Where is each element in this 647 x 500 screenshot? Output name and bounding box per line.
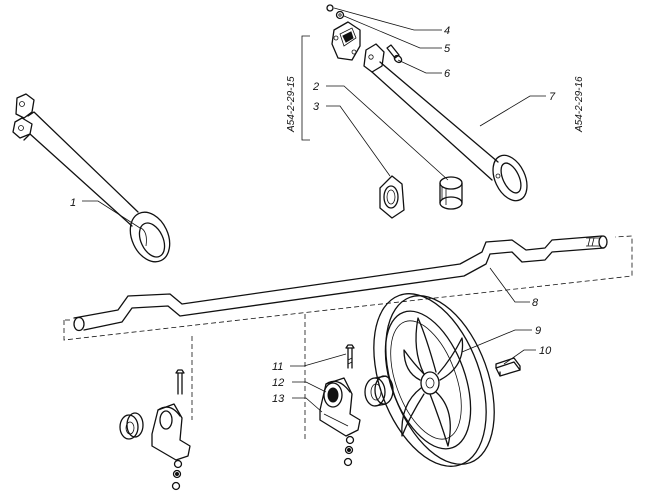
callout-8: 8 (532, 297, 539, 309)
part-3-flanged-ring (379, 175, 405, 219)
callout-3: 3 (313, 101, 320, 113)
callout-2: 2 (312, 81, 319, 93)
part-code-right: А54-2-29-16 (574, 76, 585, 133)
part-11-bolt (345, 344, 355, 369)
part-5-bracket (331, 21, 361, 61)
shaft-outline-frame (63, 235, 633, 341)
bearing-ring-right (364, 375, 394, 407)
part-12-bearing-insert (323, 382, 343, 408)
part-4-washer (326, 4, 345, 20)
callout-10: 10 (539, 345, 552, 357)
callout-4: 4 (444, 25, 450, 37)
callout-11: 11 (272, 361, 283, 373)
callout-1: 1 (70, 197, 76, 209)
callout-9: 9 (535, 325, 541, 337)
bearing-assembly-left (119, 369, 191, 491)
part-2-sleeve (439, 176, 463, 210)
callout-13: 13 (272, 393, 285, 405)
leader-lines (82, 7, 546, 413)
callout-7: 7 (549, 91, 556, 103)
part-10-key (495, 357, 521, 377)
callout-5: 5 (444, 43, 451, 55)
part-9-pulley (373, 293, 495, 467)
part-13-pillow-block (319, 377, 361, 467)
part-7-arm-right (363, 43, 528, 202)
part-1-arm-left (12, 93, 171, 263)
callout-6: 6 (444, 68, 451, 80)
part-code-left: А54-2-29-15 (286, 76, 297, 133)
callout-12: 12 (272, 377, 284, 389)
part-8-shaft (73, 235, 608, 332)
